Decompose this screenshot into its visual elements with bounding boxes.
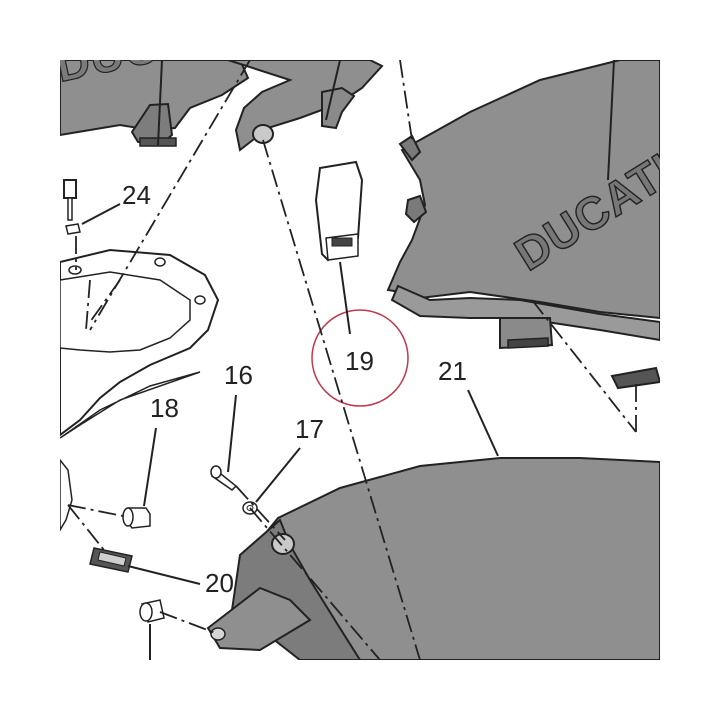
spacer-lower [139,599,165,623]
callout-18: 18 [150,393,179,423]
right-fairing-panel: DUCATI [386,60,660,350]
leader-lines [81,60,615,660]
drawing-area: DUCATI DUCATI [60,60,660,660]
callout-labels: 24 19 16 21 18 17 20 [122,180,467,598]
clip-part-19 [314,160,364,262]
top-center-panel [227,60,384,152]
assembly-lines [67,60,637,660]
left-ring-flange [60,248,220,439]
lower-panel-21 [206,457,660,660]
right-tab-part [610,366,660,390]
spacer-18 [122,507,151,529]
bolt-24 [63,179,81,235]
screw-16 [210,465,238,491]
callout-20: 20 [205,568,234,598]
top-left-panel: DUCATI [60,60,250,147]
rubber-block-20 [89,547,133,573]
callout-24: 24 [122,180,151,210]
callout-21: 21 [438,356,467,386]
callout-19: 19 [345,346,374,376]
callout-16: 16 [224,360,253,390]
left-edge-part [60,458,73,532]
highlight-circle [311,309,409,407]
callout-17: 17 [295,414,324,444]
